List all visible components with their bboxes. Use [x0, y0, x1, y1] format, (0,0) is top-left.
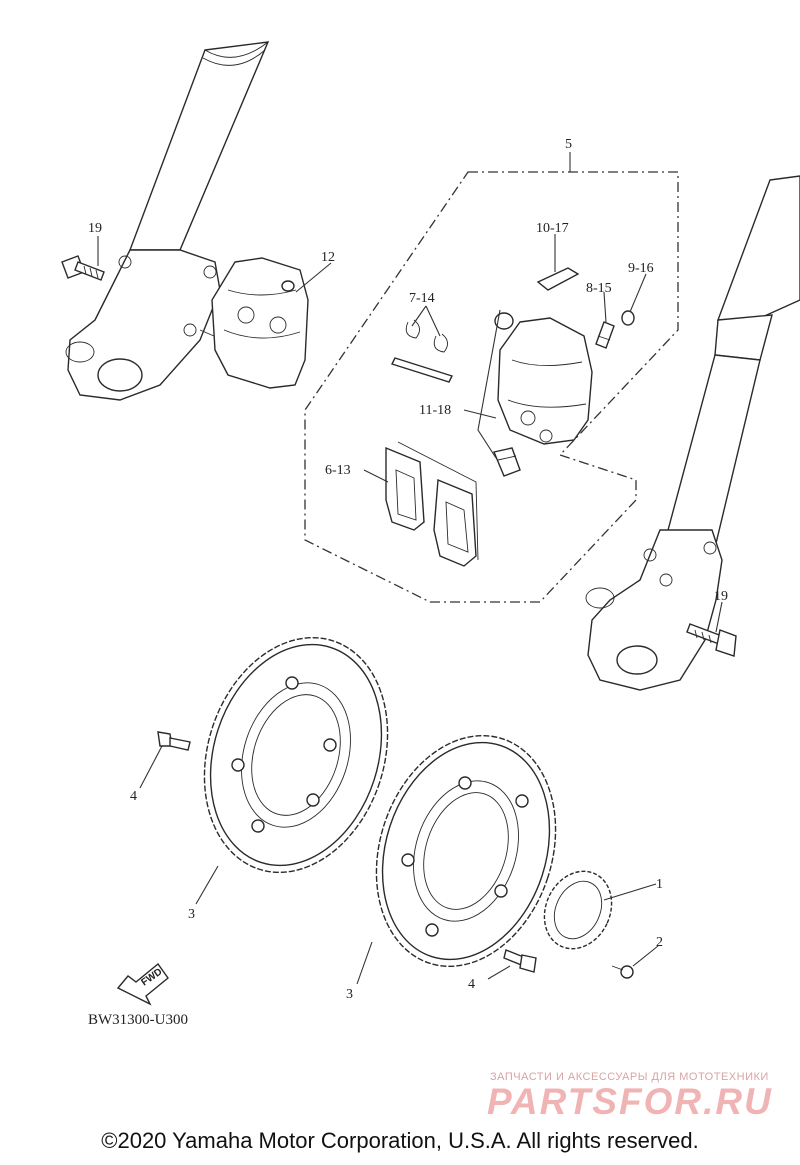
forward-direction-arrow: FWD — [116, 962, 169, 1006]
leader-lines — [97, 152, 723, 985]
caliper-bolt-right — [686, 623, 737, 657]
caliper-fitting — [493, 447, 521, 477]
callout-11-18: 11-18 — [419, 403, 451, 418]
callout-6-13: 6-13 — [325, 463, 351, 478]
callouts: 19 12 5 10-17 9-16 8-15 7-14 11-18 6-13 … — [88, 137, 728, 1002]
watermark-tagline: ЗАПЧАСТИ И АКСЕССУАРЫ ДЛЯ МОТОТЕХНИКИ — [490, 1071, 769, 1083]
bleed-screw — [595, 321, 615, 349]
callout-3-right: 3 — [346, 987, 353, 1002]
disc-bolt-left — [157, 731, 191, 751]
brake-disc-left — [203, 636, 389, 874]
sensor-rotor — [543, 870, 613, 950]
callout-7-14: 7-14 — [409, 291, 435, 306]
brake-pads — [385, 441, 479, 567]
callout-5: 5 — [565, 137, 572, 152]
caliper-boot — [494, 312, 514, 330]
caliper-bolt-left — [61, 255, 105, 281]
pad-pin-and-clips — [391, 319, 453, 383]
callout-4-left: 4 — [130, 789, 137, 804]
callout-19-right: 19 — [714, 589, 728, 604]
callout-9-16: 9-16 — [628, 261, 654, 276]
watermark-brand: PARTSFOR.RU — [487, 1081, 773, 1122]
caliper-plate — [536, 267, 580, 291]
drawing-code: BW31300-U300 — [88, 1012, 188, 1028]
callout-2: 2 — [656, 935, 663, 950]
left-fork-leg — [65, 41, 270, 401]
copyright-footer: ©2020 Yamaha Motor Corporation, U.S.A. A… — [101, 1128, 699, 1153]
right-fork-leg — [585, 175, 800, 691]
brake-caliper-assembly — [199, 257, 309, 389]
callout-12: 12 — [321, 250, 335, 265]
callout-19-left: 19 — [88, 221, 102, 236]
callout-10-17: 10-17 — [536, 221, 569, 236]
callout-8-15: 8-15 — [586, 281, 612, 296]
disc-bolt-right — [503, 949, 537, 973]
sensor-rotor-screw — [611, 965, 634, 979]
brake-disc-right — [375, 734, 557, 968]
callout-1: 1 — [656, 877, 663, 892]
bleed-screw-cap — [621, 310, 635, 326]
caliper-body — [497, 317, 593, 445]
callout-4-right: 4 — [468, 977, 475, 992]
callout-3-left: 3 — [188, 907, 195, 922]
caliper-kit-boundary — [304, 171, 679, 603]
